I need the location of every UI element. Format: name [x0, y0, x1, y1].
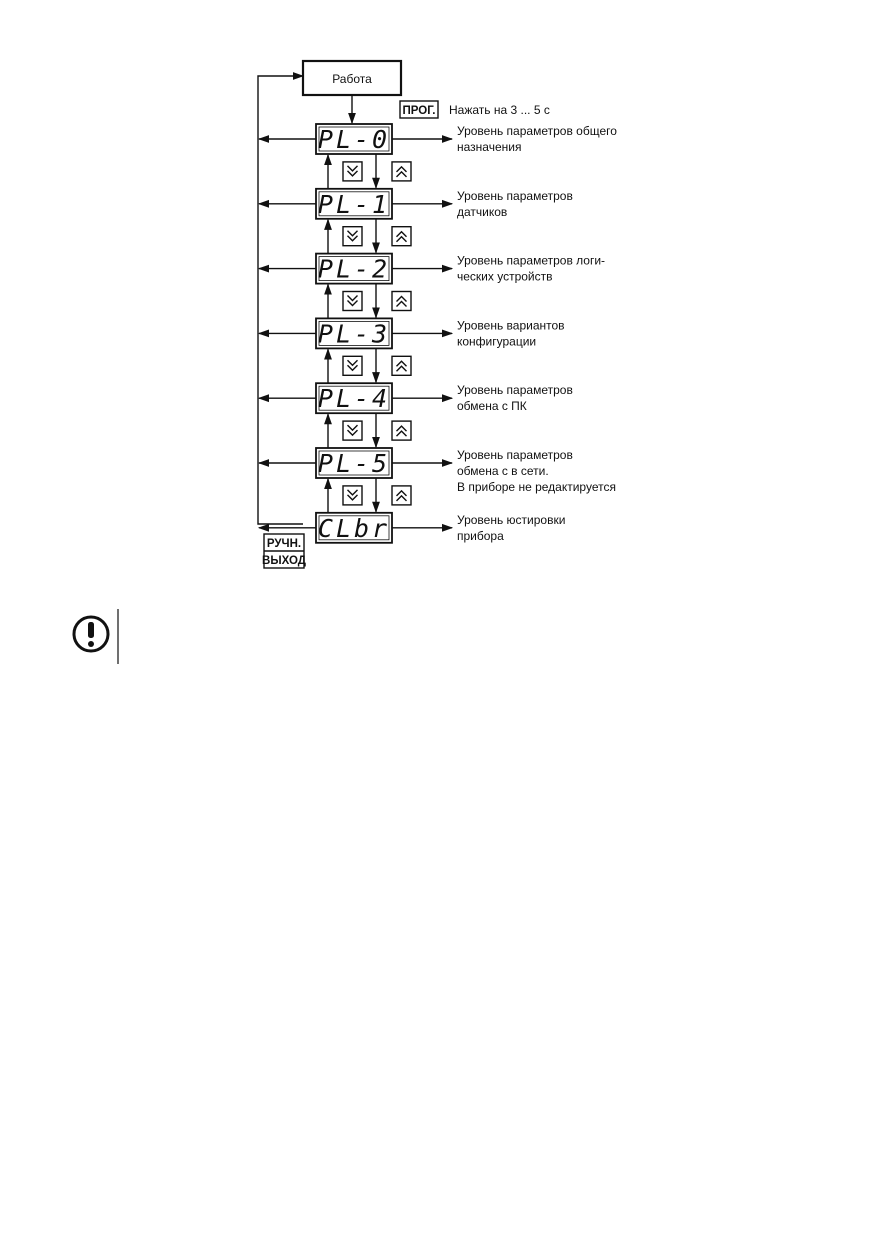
exit-button[interactable]: РУЧН. ВЫХОД [262, 533, 306, 569]
start-label: Работа [332, 72, 372, 86]
level-desc-line: Уровень параметров [457, 448, 573, 462]
double-chevron-up-icon [396, 425, 407, 437]
double-chevron-up-icon [396, 230, 407, 243]
level-desc-line: обмена с в сети. [457, 464, 549, 478]
level-display-6: CLbr [318, 514, 390, 543]
double-chevron-up-icon [396, 489, 407, 502]
level-display-2: PL-2 [318, 255, 390, 284]
double-chevron-down-icon [347, 424, 358, 437]
level-display-1: PL-1 [318, 190, 390, 219]
level-display-inner [318, 191, 390, 217]
level-desc-line: Уровень юстировки [457, 513, 565, 527]
double-chevron-down-icon [347, 230, 358, 242]
level-desc-line: Уровень параметров [457, 383, 573, 397]
return-loop-line [257, 72, 305, 525]
levels: PL-0 Уровень параметров общего назначенияP… [257, 123, 617, 544]
level-display-inner [318, 450, 390, 476]
start-block: Работа [301, 59, 403, 97]
prog-hint: Нажать на 3 ... 5 с [449, 103, 550, 117]
level-display-0: PL-0 [318, 125, 390, 154]
double-chevron-up-icon [396, 360, 407, 372]
double-chevron-down-icon [347, 295, 358, 307]
level-display-4: PL-4 [318, 384, 390, 413]
level-display-5: PL-5 [318, 449, 390, 478]
exit-button-line1: РУЧН. [267, 538, 301, 550]
level-desc-line: обмена с ПК [457, 399, 527, 413]
level-desc-line: Уровень параметров [457, 189, 573, 203]
level-desc-line: Уровень вариантов [457, 318, 565, 332]
level-display-frame [315, 447, 393, 479]
level-display-frame [315, 252, 393, 285]
double-chevron-down-icon [347, 165, 358, 177]
prog-button-label: ПРОГ. [402, 105, 435, 117]
level-desc-line: прибора [457, 529, 504, 543]
level-display-inner [318, 320, 390, 346]
level-display-frame [315, 123, 393, 155]
prog-button[interactable]: ПРОГ. [399, 100, 439, 119]
level-display-3: PL-3 [318, 319, 390, 348]
level-display-frame [315, 317, 393, 350]
double-chevron-up-icon [396, 295, 407, 307]
level-display-inner [318, 515, 390, 541]
level-display-frame [315, 187, 393, 220]
double-chevron-down-icon [347, 359, 358, 372]
level-desc-line: В приборе не редактируется [457, 480, 616, 494]
level-display-inner [318, 126, 390, 152]
double-chevron-down-icon [347, 489, 358, 501]
level-desc-line: назначения [457, 140, 521, 154]
exclamation-circle-icon [72, 615, 110, 653]
level-desc-line: датчиков [457, 205, 507, 219]
double-chevron-up-icon [396, 165, 407, 178]
level-display-inner [318, 256, 390, 282]
level-desc-line: ческих устройств [457, 270, 553, 284]
level-display-inner [318, 385, 390, 411]
level-desc-line: Уровень параметров логи- [457, 254, 605, 268]
exit-button-line2: ВЫХОД [262, 555, 306, 567]
level-desc-line: конфигурации [457, 334, 536, 348]
level-desc-line: Уровень параметров общего [457, 124, 617, 138]
